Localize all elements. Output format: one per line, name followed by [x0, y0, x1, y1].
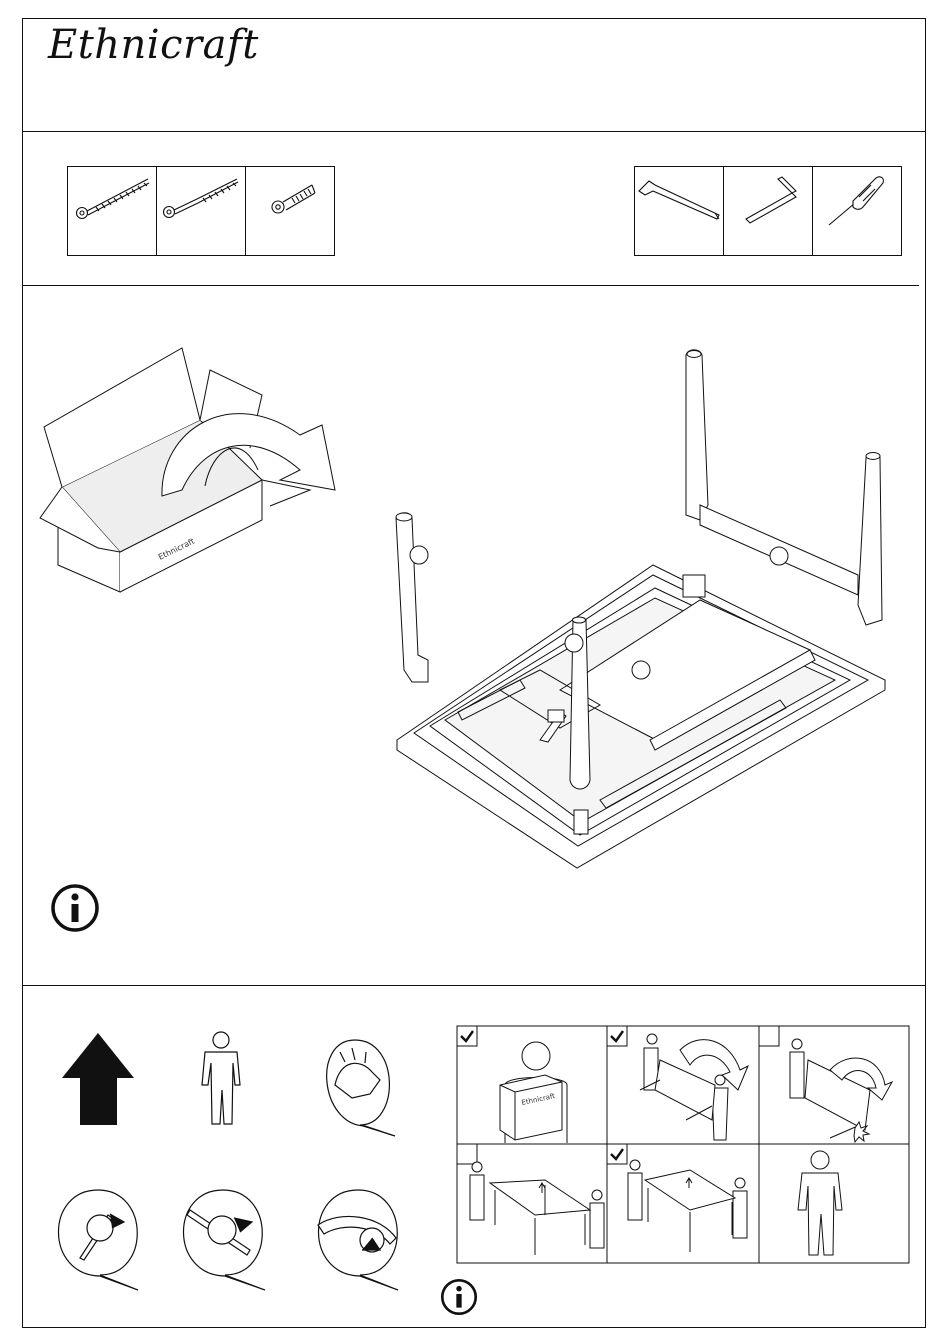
- tighten-clockwise-icon: [58, 1190, 138, 1290]
- screwdriver-turn-icon: [183, 1190, 265, 1290]
- up-arrow-icon: [62, 1033, 134, 1125]
- info-icon: [440, 1278, 478, 1316]
- handling-grid: Ethnicraft: [457, 1026, 909, 1263]
- hand-gesture-icon: [327, 1040, 395, 1136]
- loosen-icon: [318, 1190, 398, 1290]
- single-person-icon: [202, 1032, 240, 1124]
